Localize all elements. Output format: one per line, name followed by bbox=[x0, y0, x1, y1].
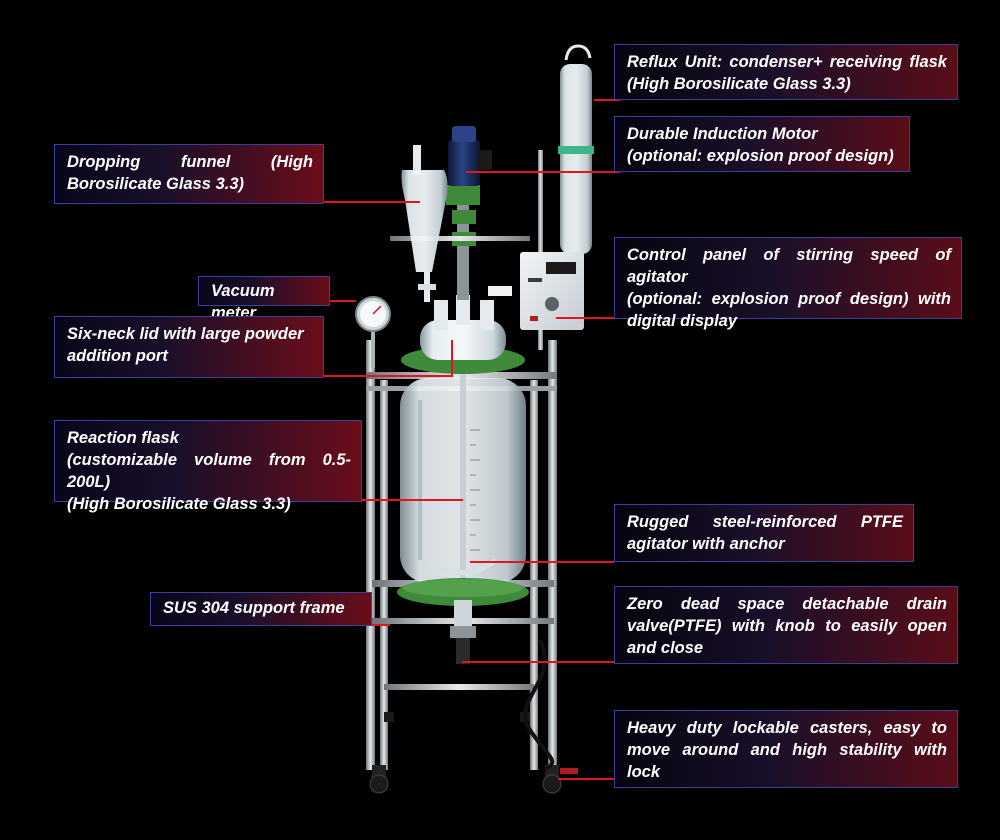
callout-text: (optional: explosion proof design) with bbox=[627, 290, 951, 308]
callout-text: Dropping funnel (High bbox=[67, 153, 313, 171]
callout-text: digital display bbox=[627, 312, 738, 330]
vacuum-meter-callout: Vacuum meter bbox=[198, 276, 330, 322]
callout-text: Rugged steel-reinforced PTFE bbox=[627, 513, 903, 531]
drain-valve bbox=[450, 600, 476, 664]
callout-text: valve(PTFE) with knob to easily open bbox=[627, 617, 947, 635]
power-cable bbox=[523, 639, 555, 772]
callout-text: move around and high stability with bbox=[627, 741, 947, 759]
six-neck-lid-callout: Six-neck lid with large powder addition … bbox=[54, 316, 324, 378]
callout-text: Control panel of stirring speed of agita… bbox=[627, 246, 951, 286]
callout-text: lock bbox=[627, 763, 661, 781]
callout-text: Reaction flask bbox=[67, 429, 179, 447]
dropping-funnel-callout: Dropping funnel (High Borosilicate Glass… bbox=[54, 144, 324, 204]
callout-text: agitator with anchor bbox=[627, 535, 785, 553]
six-neck-lid bbox=[401, 286, 525, 374]
callout-text: (High Borosilicate Glass 3.3) bbox=[67, 495, 291, 513]
callout-text: addition port bbox=[67, 347, 168, 365]
callout-text: Zero dead space detachable drain bbox=[627, 595, 947, 613]
callout-text: Durable Induction Motor bbox=[627, 125, 818, 143]
support-frame-callout: SUS 304 support frame bbox=[150, 592, 372, 626]
casters-callout: Heavy duty lockable casters, easy to mov… bbox=[614, 710, 958, 788]
dropping-funnel bbox=[401, 145, 448, 302]
control-panel bbox=[520, 252, 584, 330]
drain-valve-callout: Zero dead space detachable drain valve(P… bbox=[614, 586, 958, 664]
callout-text: (optional: explosion proof design) bbox=[627, 147, 894, 165]
callout-text: SUS 304 support frame bbox=[163, 599, 345, 617]
callout-text: Six-neck lid with large powder bbox=[67, 325, 304, 343]
reflux-unit-callout: Reflux Unit: condenser+ receiving flask … bbox=[614, 44, 958, 100]
callout-text: and close bbox=[627, 639, 704, 657]
callout-text: Heavy duty lockable casters, easy to bbox=[627, 719, 947, 737]
callout-text: Reflux Unit: condenser+ receiving flask bbox=[627, 53, 947, 71]
vacuum-meter bbox=[355, 296, 391, 368]
agitator-callout: Rugged steel-reinforced PTFE agitator wi… bbox=[614, 504, 914, 562]
callout-text: (High Borosilicate Glass 3.3) bbox=[627, 75, 851, 93]
callout-text: (customizable volume from 0.5-200L) bbox=[67, 451, 351, 491]
motor bbox=[390, 126, 530, 300]
reaction-flask-callout: Reaction flask (customizable volume from… bbox=[54, 420, 362, 513]
induction-motor-callout: Durable Induction Motor (optional: explo… bbox=[614, 116, 910, 172]
callout-text: Borosilicate Glass 3.3) bbox=[67, 175, 244, 193]
control-panel-callout: Control panel of stirring speed of agita… bbox=[614, 237, 962, 330]
